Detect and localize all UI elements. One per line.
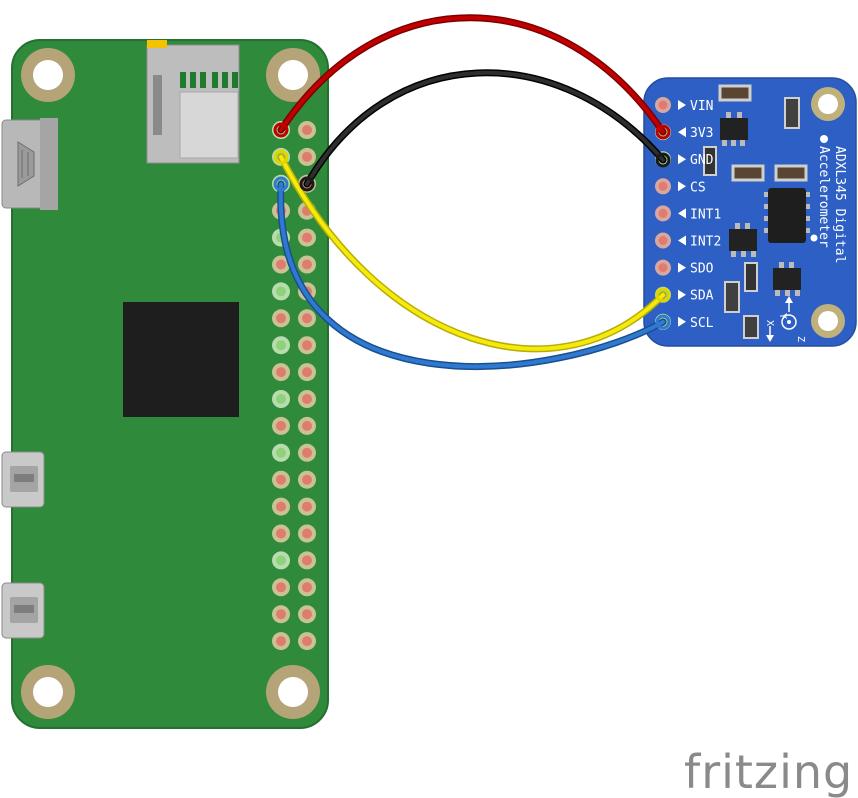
gpio-pin-36-pad <box>302 582 312 593</box>
sensor-pin-int1-pad <box>658 208 668 218</box>
gpio-pin-10-pad <box>302 232 312 243</box>
sensor-pin-label-int2: INT2 <box>690 235 721 250</box>
gpio-pin-19-pad <box>276 367 286 378</box>
wire-sda-yellow-core <box>279 155 665 351</box>
gpio-pin-18-pad <box>302 340 312 351</box>
gpio-pin-37-pad <box>276 609 286 620</box>
fritzing-watermark: fritzing <box>684 745 853 798</box>
gpio-pin-22-pad <box>302 394 312 404</box>
mini-hdmi-port <box>1 118 58 210</box>
sensor-pin-scl-arrow-icon <box>678 316 686 327</box>
gpio-pin-32-pad <box>302 528 312 539</box>
gpio-pin-12-pad <box>302 259 312 270</box>
gpio-pin-26-pad <box>302 447 312 458</box>
sensor-pin-label-int1: INT1 <box>690 207 721 222</box>
sensor-mount-hole-top <box>811 87 845 121</box>
micro-usb-port-2 <box>1 582 45 639</box>
gpio-pin-39-pad <box>276 636 286 647</box>
sensor-pin-label-cs: CS <box>690 180 706 195</box>
gpio-pin-15-pad <box>276 313 286 324</box>
sensor-pin-label-3v3: 3V3 <box>690 126 713 141</box>
micro-usb-port-1 <box>1 451 45 508</box>
gpio-header <box>272 121 316 651</box>
gpio-pin-31-pad <box>276 528 286 539</box>
gpio-pin-17-pad <box>276 340 286 351</box>
wire-vin-red-core <box>279 15 665 134</box>
sensor-pin-int1-arrow-icon <box>678 208 686 219</box>
wire-sda-yellow <box>277 153 667 353</box>
sensor-pin-3v3-arrow-icon <box>678 127 686 138</box>
wires <box>273 14 671 370</box>
axis-label-y: Y <box>777 313 788 319</box>
mount-hole-top-right <box>266 48 320 102</box>
gpio-pin-40-pad <box>302 636 312 647</box>
sensor-pin-int2-arrow-icon <box>678 235 686 246</box>
sensor-pin-label-gnd: GND <box>690 153 714 168</box>
gpio-pin-27-pad <box>276 474 286 485</box>
sensor-pin-label-vin: VIN <box>690 99 713 114</box>
soc-chip <box>123 302 239 417</box>
sensor-components <box>703 84 810 339</box>
gpio-pin-21-pad <box>276 394 286 404</box>
gpio-pin-30-pad <box>302 501 312 512</box>
adxl345-breakout-board: Y X Z ADXL345 Digital Accelerometer VIN 3… <box>643 77 857 347</box>
wire-gnd-black <box>303 69 667 188</box>
mount-hole-bottom-right <box>266 665 320 719</box>
gpio-pin-24-pad <box>302 420 312 431</box>
sensor-pin-label-scl: SCL <box>690 316 714 331</box>
gpio-pin-23-pad <box>276 420 286 431</box>
sensor-pin-cs-pad <box>658 181 668 191</box>
sensor-title: ADXL345 Digital <box>832 146 847 263</box>
axis-indicator: Y X Z <box>764 296 806 342</box>
sensor-pin-vin-pad <box>658 100 668 110</box>
gpio-pin-2-pad <box>302 125 312 135</box>
raspberry-pi-zero-board <box>1 39 329 729</box>
mount-hole-top-left <box>21 48 75 102</box>
gpio-pin-34-pad <box>302 555 312 566</box>
sensor-pin-label-sda: SDA <box>690 289 714 304</box>
sensor-pin-cs-arrow-icon <box>678 181 686 192</box>
sensor-pin-int2-pad <box>658 236 668 245</box>
sensor-subtitle: Accelerometer <box>816 146 831 248</box>
micro-sd-slot <box>146 40 240 164</box>
sensor-mount-hole-bottom <box>811 304 845 338</box>
axis-label-z: Z <box>795 336 806 342</box>
gpio-pin-35-pad <box>276 582 286 593</box>
gpio-pin-25-pad <box>276 447 286 458</box>
gpio-pin-4-pad <box>302 151 312 162</box>
sensor-pin-label-sdo: SDO <box>690 262 714 277</box>
gpio-pin-13-pad <box>276 286 286 297</box>
gpio-pin-20-pad <box>302 367 312 378</box>
gpio-pin-38-pad <box>302 609 312 620</box>
sensor-pin-vin-arrow-icon <box>678 100 686 110</box>
wire-gnd-black-core <box>305 70 665 186</box>
mount-hole-bottom-left <box>21 665 75 719</box>
sensor-pin-gnd-arrow-icon <box>678 154 686 165</box>
gpio-pin-33-pad <box>276 555 286 566</box>
sensor-pin-sdo-arrow-icon <box>678 262 686 273</box>
sensor-pin-sda-arrow-icon <box>678 289 686 300</box>
gpio-pin-28-pad <box>302 474 312 485</box>
axis-label-x: X <box>764 320 775 326</box>
gpio-pin-29-pad <box>276 501 286 512</box>
gpio-pin-16-pad <box>302 313 312 324</box>
wire-scl-blue-core <box>278 182 665 369</box>
sensor-pin-sdo-pad <box>658 263 668 273</box>
gpio-pin-11-pad <box>276 259 286 270</box>
